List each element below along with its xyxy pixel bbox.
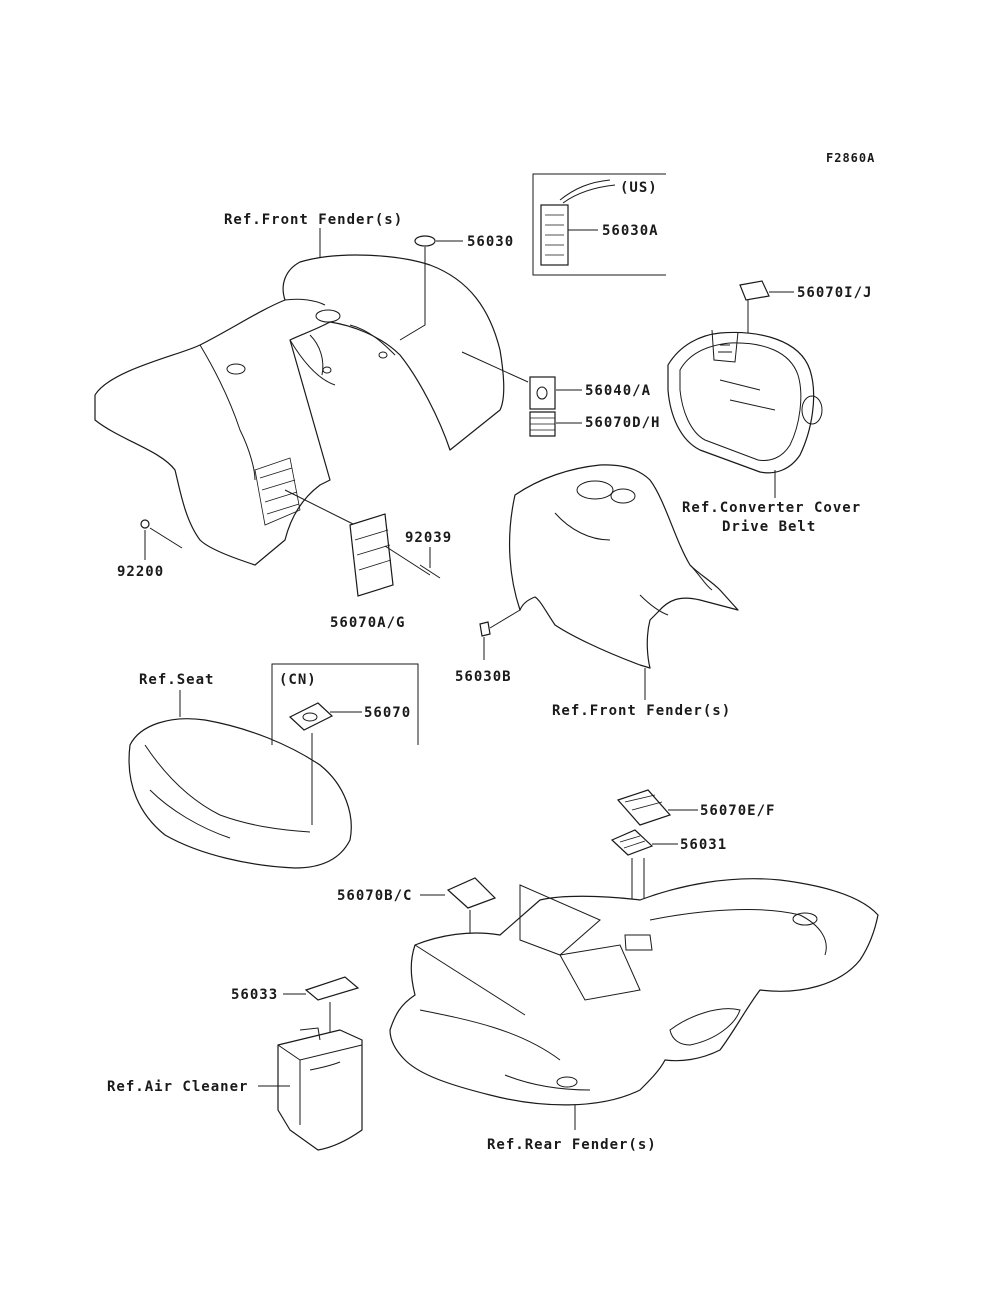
grommet-56030-icon (414, 235, 436, 247)
air-cleaner-label: Ref.Air Cleaner (107, 1079, 248, 1095)
figure-code: F2860A (826, 151, 875, 165)
part-56070-label: 56070 (364, 705, 411, 721)
converter-cover-label-line2: Drive Belt (722, 519, 816, 535)
decal-56033-icon (304, 976, 360, 1001)
rear-fender-label: Ref.Rear Fender(s) (487, 1137, 657, 1153)
part-56070AG-label: 56070A/G (330, 615, 405, 631)
decal-56070AG-icon (349, 513, 394, 597)
decal-56070BC-icon (446, 877, 497, 909)
screw-92039-icon (419, 564, 441, 579)
part-56030-label: 56030 (467, 234, 514, 250)
decal-56040A-icon (529, 376, 556, 410)
air-cleaner-drawing (277, 1027, 363, 1151)
part-56033-label: 56033 (231, 987, 278, 1003)
part-56040A-label: 56040/A (585, 383, 651, 399)
part-56070EF-label: 56070E/F (700, 803, 775, 819)
clip-92200-icon (140, 519, 150, 529)
converter-cover-label-line1: Ref.Converter Cover (682, 500, 861, 516)
seat-label: Ref.Seat (139, 672, 214, 688)
front-fender-top-drawing (94, 254, 505, 566)
tab-56030B-icon (479, 621, 491, 637)
part-56070IJ-label: 56070I/J (797, 285, 872, 301)
part-92200-label: 92200 (117, 564, 164, 580)
part-56030A-label: 56030A (602, 223, 659, 239)
decal-56070-icon (288, 702, 334, 731)
front-fender-bottom-label: Ref.Front Fender(s) (552, 703, 731, 719)
decal-56070EF-icon (616, 789, 672, 826)
decal-56031-icon (610, 829, 654, 856)
part-56030B-label: 56030B (455, 669, 512, 685)
converter-cover-drawing (667, 329, 823, 474)
front-fender-middle-drawing (508, 464, 739, 669)
part-56070BC-label: 56070B/C (337, 888, 412, 904)
part-56070DH-label: 56070D/H (585, 415, 660, 431)
cn-region-label: (CN) (279, 672, 317, 688)
part-92039-label: 92039 (405, 530, 452, 546)
us-region-label: (US) (620, 180, 658, 196)
us-region-box (532, 173, 666, 276)
seat-drawing (128, 718, 352, 869)
front-fender-top-label: Ref.Front Fender(s) (224, 212, 403, 228)
part-56031-label: 56031 (680, 837, 727, 853)
cn-region-box (271, 663, 419, 745)
rear-fender-drawing (389, 878, 879, 1106)
decal-56070IJ-icon (739, 280, 770, 301)
